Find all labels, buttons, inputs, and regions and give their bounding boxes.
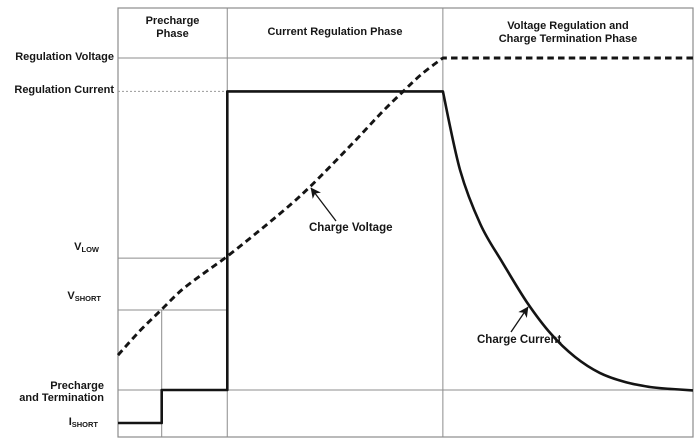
phase-header-precharge: Precharge Phase (145, 15, 200, 40)
series-group (116, 56, 694, 425)
charge-voltage-label: Charge Voltage (309, 222, 393, 234)
y-label-v-short: VSHORT (67, 290, 101, 304)
series-charge-current (118, 90, 694, 425)
y-label-precharge-termination: Precharge and Termination (19, 380, 104, 404)
y-label-regulation-current: Regulation Current (14, 84, 114, 96)
y-label-v-low: VLOW (74, 241, 99, 255)
charge-voltage-arrow (310, 187, 337, 222)
charge-current-label: Charge Current (477, 334, 562, 346)
series-charge-voltage (116, 56, 693, 357)
annotation-arrows-group (310, 187, 529, 333)
plot-border (117, 7, 694, 438)
y-label-i-short: ISHORT (68, 416, 98, 430)
gridlines-group (117, 7, 694, 438)
y-label-regulation-voltage: Regulation Voltage (15, 51, 114, 63)
phase-header-current-regulation: Current Regulation Phase (267, 26, 403, 38)
charge-current-arrow (510, 306, 529, 333)
phase-header-voltage-regulation: Voltage Regulation and Charge Terminatio… (498, 20, 638, 45)
